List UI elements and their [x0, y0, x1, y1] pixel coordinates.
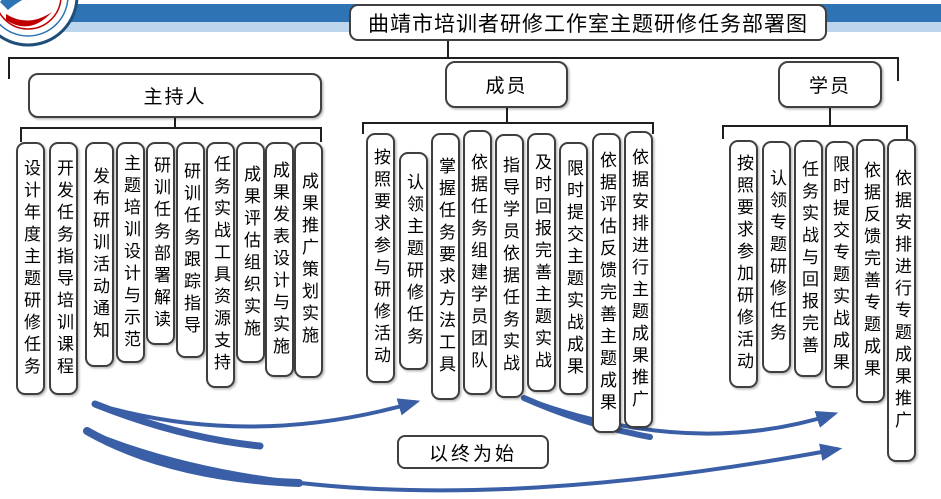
connector-host-stub	[174, 117, 176, 128]
task-box: 研训任务部署解读	[146, 142, 175, 345]
task-box: 成果评估组织实施	[236, 142, 265, 363]
task-label: 限时提交主题实战成果	[564, 158, 583, 379]
diagram-title-text: 曲靖市培训者研修工作室主题研修任务部署图	[368, 12, 808, 36]
task-label: 依据评估反馈完善主题成果	[597, 151, 616, 415]
feedback-arrow-host-to-member-tail	[91, 400, 264, 450]
task-label: 任务实战与回报完善	[799, 159, 818, 358]
branch-box-host: 主持人	[28, 73, 322, 118]
task-box: 发布研训活动通知	[85, 142, 114, 367]
connector-main-right-drop	[897, 57, 899, 81]
task-box: 研训任务跟踪指导	[176, 142, 205, 358]
task-box: 主题培训设计与示范	[116, 142, 145, 363]
branch-box-student: 学员	[778, 61, 882, 108]
task-box: 任务实战与回报完善	[794, 140, 823, 377]
task-box: 依据任务组建学员团队	[463, 130, 492, 395]
connector-host-left-drop	[20, 127, 22, 142]
task-box: 限时提交主题实战成果	[559, 142, 588, 395]
task-box: 设计年度主题研修任务	[16, 142, 45, 395]
connector-main-rail	[8, 57, 899, 59]
task-label: 依据安排进行专题成果推广	[892, 168, 911, 433]
connector-member-right-drop	[652, 122, 654, 134]
task-box: 依据反馈完善专题成果	[856, 139, 885, 403]
connector-student-stub	[829, 107, 831, 127]
connector-student-rail	[722, 125, 908, 127]
task-box: 依据安排进行专题成果推广	[887, 139, 916, 462]
task-label: 研训任务部署解读	[151, 155, 170, 332]
principle-label: 以终为始	[428, 443, 517, 465]
connector-main-left-drop	[8, 57, 10, 79]
connector-title-stub	[447, 41, 449, 58]
task-box: 开发任务指导培训课程	[49, 142, 78, 395]
task-label: 认领专题研修任务	[767, 169, 786, 345]
task-label: 认领主题研修任务	[404, 173, 423, 349]
feedback-arrow-host-to-student-tail	[83, 427, 303, 487]
connector-host-rail	[20, 127, 322, 129]
branch-label: 成员	[485, 76, 528, 97]
emblem-icon	[0, 0, 79, 47]
task-label: 主题培训设计与示范	[121, 153, 140, 352]
connector-member-stub	[506, 107, 508, 124]
task-label: 掌握任务要求方法工具	[436, 156, 455, 377]
task-box: 认领主题研修任务	[399, 152, 428, 370]
principle-box: 以终为始	[397, 435, 549, 469]
school-emblem-logo	[0, 0, 80, 48]
task-label: 成果推广策划实施	[299, 172, 318, 348]
branch-label: 主持人	[143, 87, 207, 108]
task-label: 发布研训活动通知	[90, 166, 109, 343]
connector-member-rail	[362, 122, 654, 124]
task-label: 设计年度主题研修任务	[21, 158, 40, 379]
task-label: 指导学员依据任务实战	[500, 156, 519, 376]
task-box: 成果发表设计与实施	[265, 142, 294, 377]
task-box: 限时提交专题实战成果	[825, 141, 854, 388]
task-label: 成果发表设计与实施	[270, 160, 289, 359]
task-box: 按照要求参与研修活动	[366, 133, 395, 383]
task-box: 指导学员依据任务实战	[495, 134, 524, 398]
task-label: 依据安排进行主题成果推广	[629, 147, 648, 412]
task-box: 按照要求参加研修活动	[729, 140, 758, 388]
connector-student-right-drop	[906, 125, 908, 139]
branch-label: 学员	[808, 76, 851, 97]
task-label: 按照要求参加研修活动	[734, 154, 753, 374]
task-label: 研训任务跟踪指导	[181, 162, 200, 338]
task-box: 成果推广策划实施	[294, 142, 323, 378]
task-label: 依据反馈完善专题成果	[861, 161, 880, 381]
feedback-arrow-member-to-student	[523, 396, 839, 436]
feedback-arrow-host-to-member	[94, 398, 421, 429]
task-box: 及时回报完善主题实战	[527, 133, 556, 392]
task-label: 限时提交专题实战成果	[830, 154, 849, 375]
task-label: 依据任务组建学员团队	[468, 152, 487, 373]
task-box: 依据评估反馈完善主题成果	[592, 133, 621, 433]
task-box: 掌握任务要求方法工具	[431, 133, 460, 400]
task-label: 任务实战工具资源支持	[211, 155, 230, 375]
task-box: 任务实战工具资源支持	[206, 142, 235, 388]
connector-student-left-drop	[722, 125, 724, 139]
connector-member-left-drop	[362, 122, 364, 134]
task-label: 按照要求参与研修活动	[371, 148, 390, 368]
branch-box-member: 成员	[445, 61, 568, 108]
task-label: 开发任务指导培训课程	[54, 158, 73, 379]
task-box: 认领专题研修任务	[762, 141, 791, 373]
task-box: 依据安排进行主题成果推广	[624, 131, 653, 428]
diagram-title: 曲靖市培训者研修工作室主题研修任务部署图	[349, 4, 827, 41]
task-label: 及时回报完善主题实战	[532, 152, 551, 373]
task-label: 成果评估组织实施	[241, 164, 260, 341]
connector-host-right-drop	[320, 127, 322, 142]
